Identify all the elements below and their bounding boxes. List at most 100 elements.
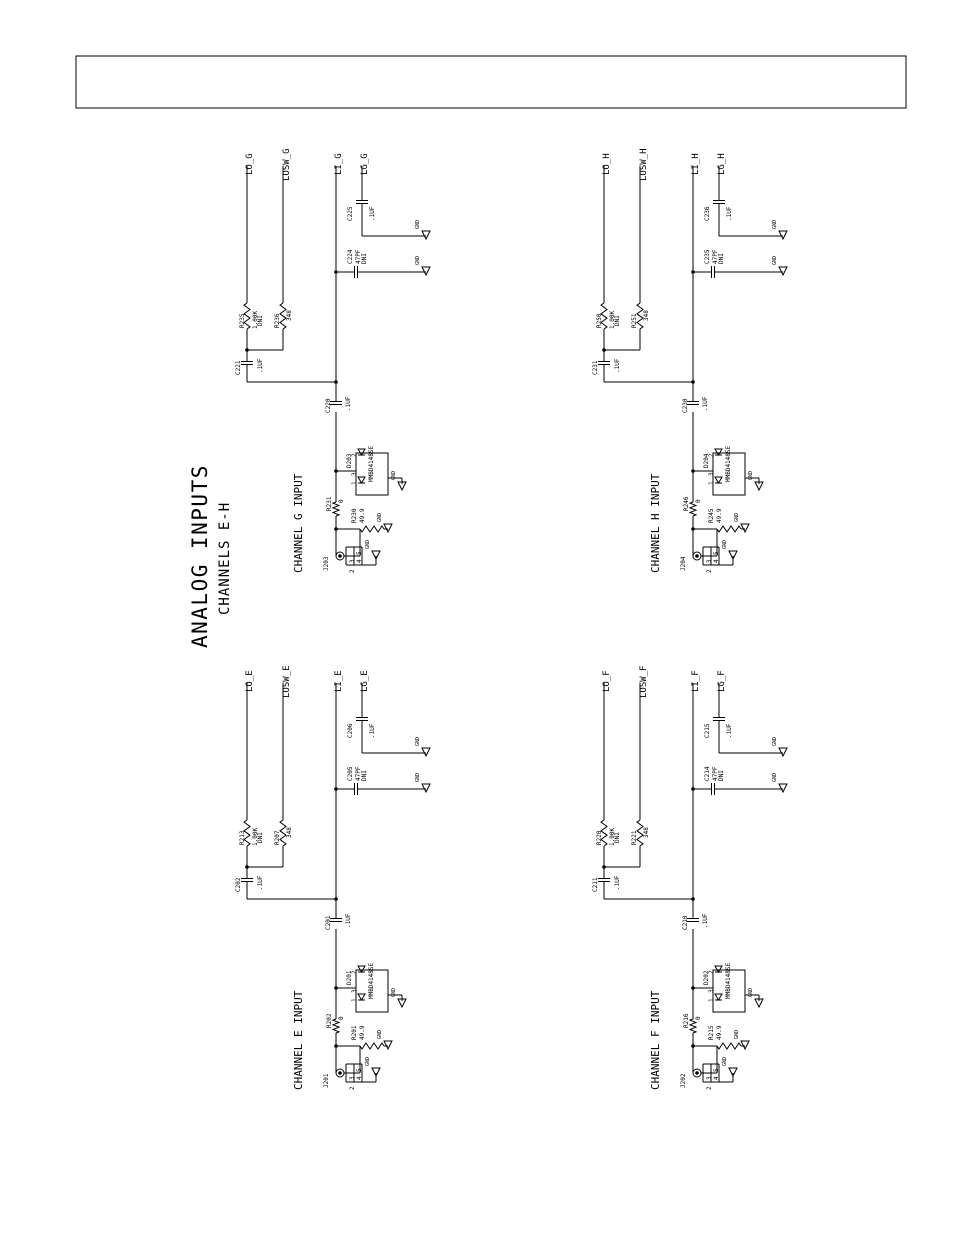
ground-symbol: GND [772,256,788,277]
connector-ref: J204 [680,556,687,571]
connector-ref: J201 [323,1073,330,1088]
pin-number: 3 [349,1076,356,1080]
pin-number: 2 [351,970,358,974]
gnd-label: GND [391,471,397,480]
diode-ref: D204 [703,453,710,468]
capacitor-ref: C235 [704,249,711,264]
net-label-lg: LG_E [360,670,370,692]
junction-dot [338,554,342,558]
resistor-ref: R213 [239,830,246,845]
losw-resistor: R221 348 [604,683,650,868]
diode-value: MMBD4148SE [725,962,732,999]
resistor-body [331,501,341,517]
resistor-ref: R201 [351,1025,358,1040]
dni-note: DNI [718,253,725,264]
net-label-lo: LO_E [245,670,255,692]
capacitor-value: .1UF [702,396,709,411]
resistor-body [243,819,251,847]
sheet-title-main: ANALOG INPUTS [188,464,212,648]
pin-number: 3 [708,989,715,993]
coupling-capacitor: C220.1UF [325,382,352,413]
gnd-label: GND [748,988,754,997]
resistor-ref: R202 [326,1013,333,1028]
pin-number: 4 [713,559,720,563]
mid-capacitor: C211.1UF [592,875,621,892]
net-label-lg: LG_F [717,670,727,692]
pin-number: 1 [708,998,715,1002]
pin-number: 2 [706,1086,713,1090]
gnd-label: GND [415,773,421,782]
pin-number: 1 [708,481,715,485]
resistor-body [331,1018,341,1034]
capacitor-value: .1UF [702,913,709,928]
channel-label: CHANNEL E INPUT [292,990,305,1090]
net-label-li: LI_G [334,153,344,175]
capacitor-value: 47PF [355,249,362,264]
resistor-ref: R245 [708,508,715,523]
capacitor-value: .1UF [726,206,733,221]
dni-note: DNI [257,315,264,326]
resistor-value: 348 [643,827,650,838]
resistor-value: 1.00K [252,311,259,329]
pin-number: 3 [708,472,715,476]
capacitor-value: .1UF [345,913,352,928]
ground-symbol: GND [365,540,381,561]
diode-value: MMBD4148SE [725,445,732,482]
resistor-body [359,525,385,533]
net-label-losw: LOSW_E [282,665,292,698]
pin-number: 2 [349,569,356,573]
capacitor-ref: C201 [325,915,332,930]
resistor-value: 0 [695,1016,702,1020]
mid-capacitor: C231.1UF [592,358,621,375]
dni-note: DNI [614,315,621,326]
pin-number: 3 [351,472,358,476]
ground-symbol: GND [415,256,431,277]
resistor-value: 0 [338,1016,345,1020]
capacitor-ref: C231 [592,360,599,375]
resistor-body [636,819,644,847]
diode-ref: D202 [703,970,710,985]
connector-ref: J202 [680,1073,687,1088]
gnd-label: GND [377,1030,383,1039]
net-label-losw: LOSW_H [639,148,649,181]
resistor-body [716,1042,742,1050]
title-block-frame [75,55,907,109]
pin-number: 2 [706,569,713,573]
resistor-value: 49.9 [359,508,366,523]
resistor-body [359,1042,385,1050]
mid-capacitor: C202.1UF [235,875,264,892]
capacitor-value: .1UF [257,875,264,890]
net-label-losw: LOSW_G [282,148,292,181]
resistor-ref: R221 [631,830,638,845]
capacitor-ref: C211 [592,877,599,892]
junction-dot [695,554,699,558]
capacitor-ref: C206 [347,723,354,738]
net-label-losw: LOSW_F [639,665,649,698]
capacitor-value: 47PF [712,249,719,264]
pin-number: 2 [349,1086,356,1090]
ground-symbol: GND [772,220,788,241]
capacitor-value: .1UF [726,723,733,738]
resistor-ref: R236 [274,313,281,328]
pin-number: 2 [351,453,358,457]
resistor-body [243,302,251,330]
gnd-label: GND [772,737,778,746]
gnd-label: GND [734,1030,740,1039]
ground-symbol: GND [734,1030,750,1051]
net-label-lo: LO_H [602,153,612,175]
